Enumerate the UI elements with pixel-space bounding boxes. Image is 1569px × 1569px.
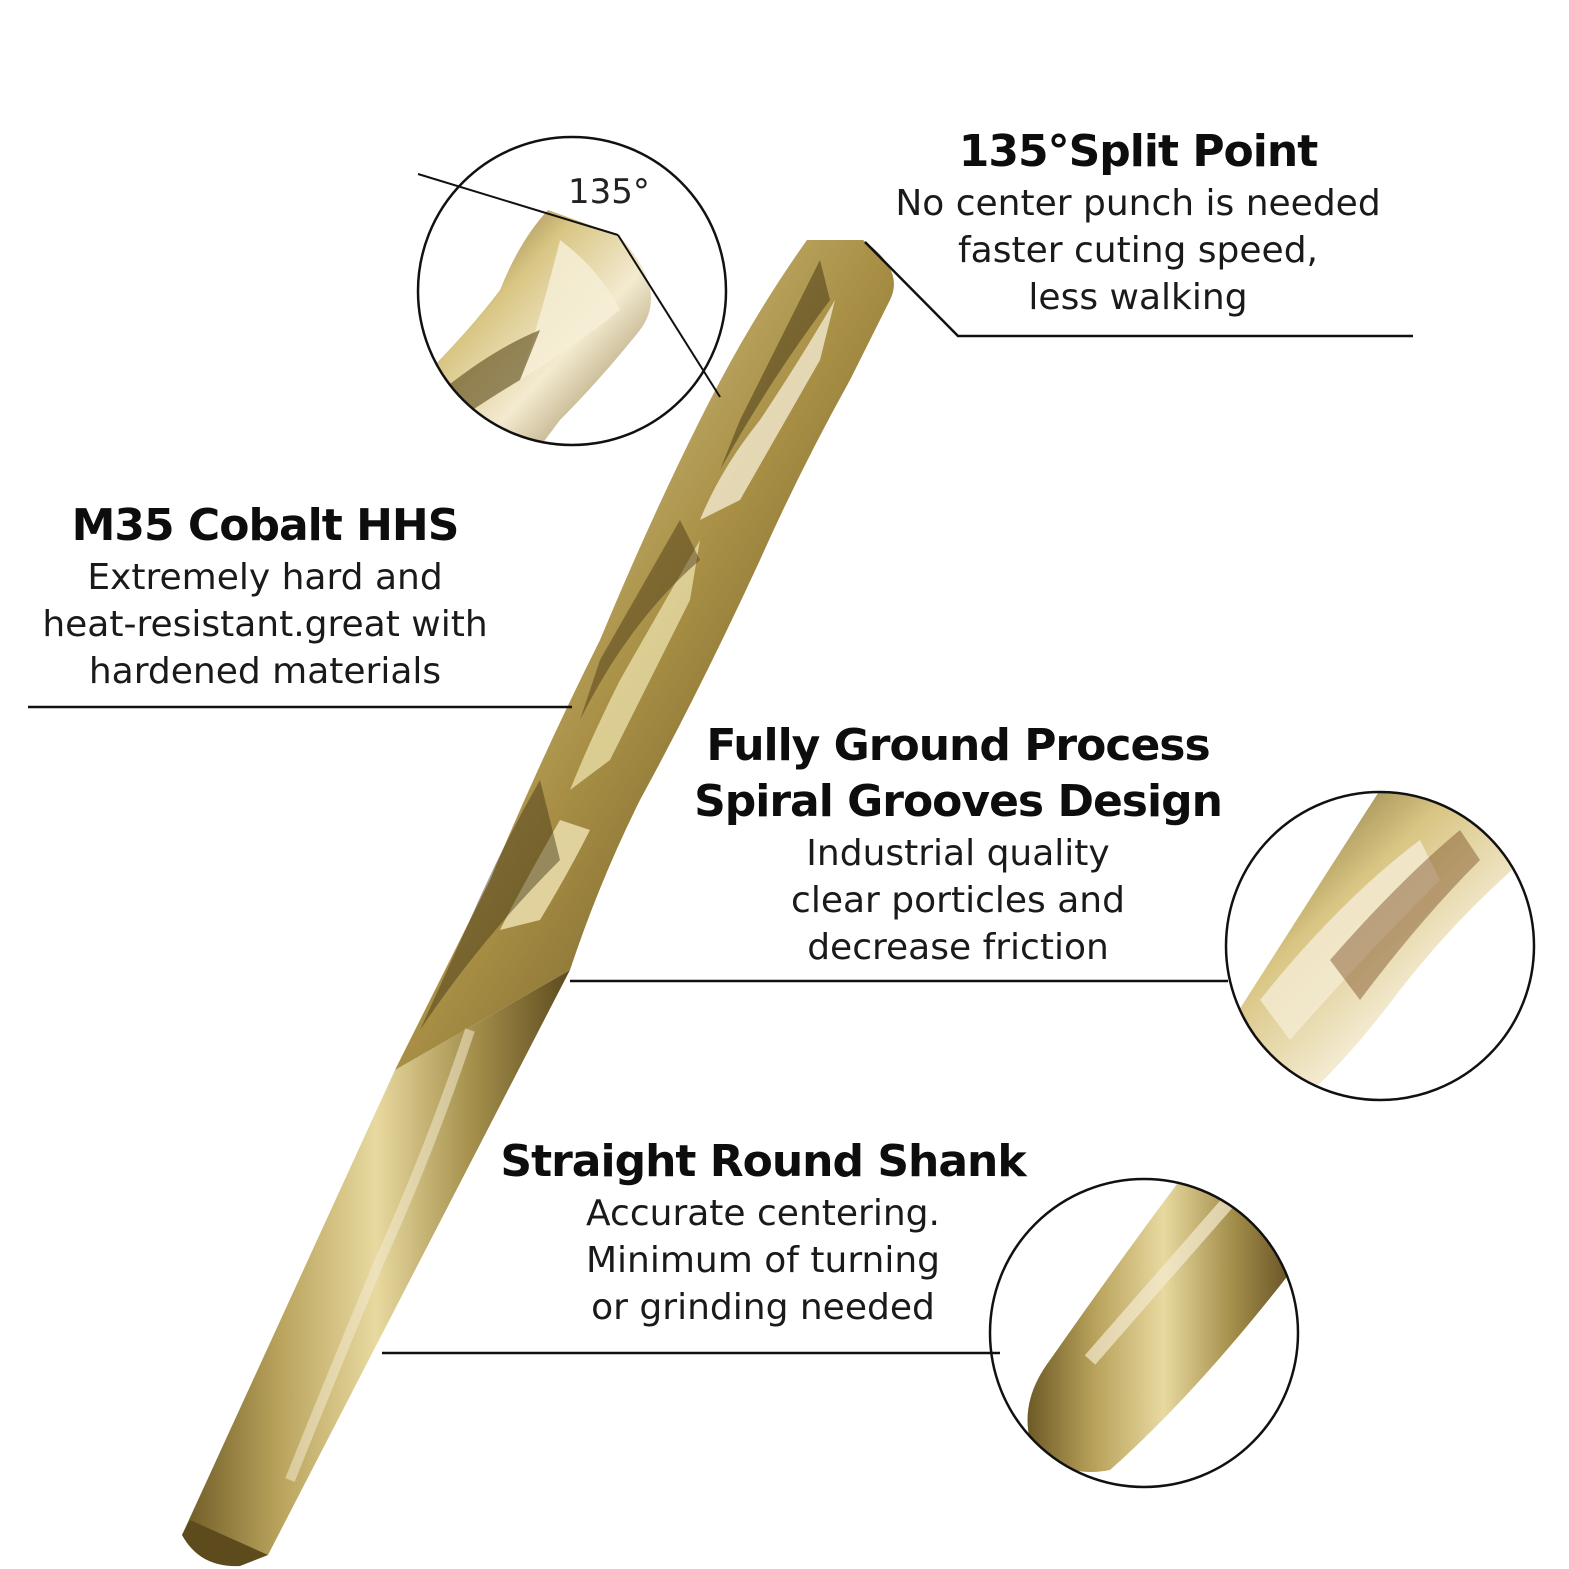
cobalt-callout: M35 Cobalt HHS Extremely hard and heat-r… [20,498,510,695]
grooves-callout: Fully Ground Process Spiral Grooves Desi… [668,718,1248,971]
shank-title: Straight Round Shank [500,1136,1026,1187]
callout-lines [28,241,1413,1355]
cobalt-line-2: heat-resistant.great with [42,604,488,645]
grooves-title-line-2: Spiral Grooves Design [694,776,1223,827]
angle-label: 135° [568,172,650,212]
cobalt-line-3: hardened materials [88,651,442,692]
split-point-callout: 135°Split Point No center punch is neede… [868,124,1408,321]
shank-detail-circle [988,1177,1300,1489]
shank-callout: Straight Round Shank Accurate centering.… [478,1134,1048,1331]
shank-line-2: Minimum of turning [585,1240,940,1281]
shank-line-3: or grinding needed [591,1287,935,1328]
shank-line-1: Accurate centering. [586,1193,940,1234]
grooves-title-line-1: Fully Ground Process [706,720,1210,771]
grooves-line-1: Industrial quality [806,833,1110,874]
cobalt-title: M35 Cobalt HHS [71,500,460,551]
split-point-line-2: faster cuting speed, [957,230,1319,271]
cobalt-line-1: Extremely hard and [87,557,443,598]
grooves-line-2: clear porticles and [791,880,1125,921]
split-point-line-3: less walking [1028,277,1248,318]
spiral-groove-detail-circle [1224,790,1536,1102]
drill-bit [182,240,894,1567]
split-point-title: 135°Split Point [958,126,1318,177]
split-point-line-1: No center punch is needed [895,183,1381,224]
grooves-title: Fully Ground Process Spiral Grooves Desi… [668,718,1248,830]
grooves-line-3: decrease friction [807,927,1109,968]
